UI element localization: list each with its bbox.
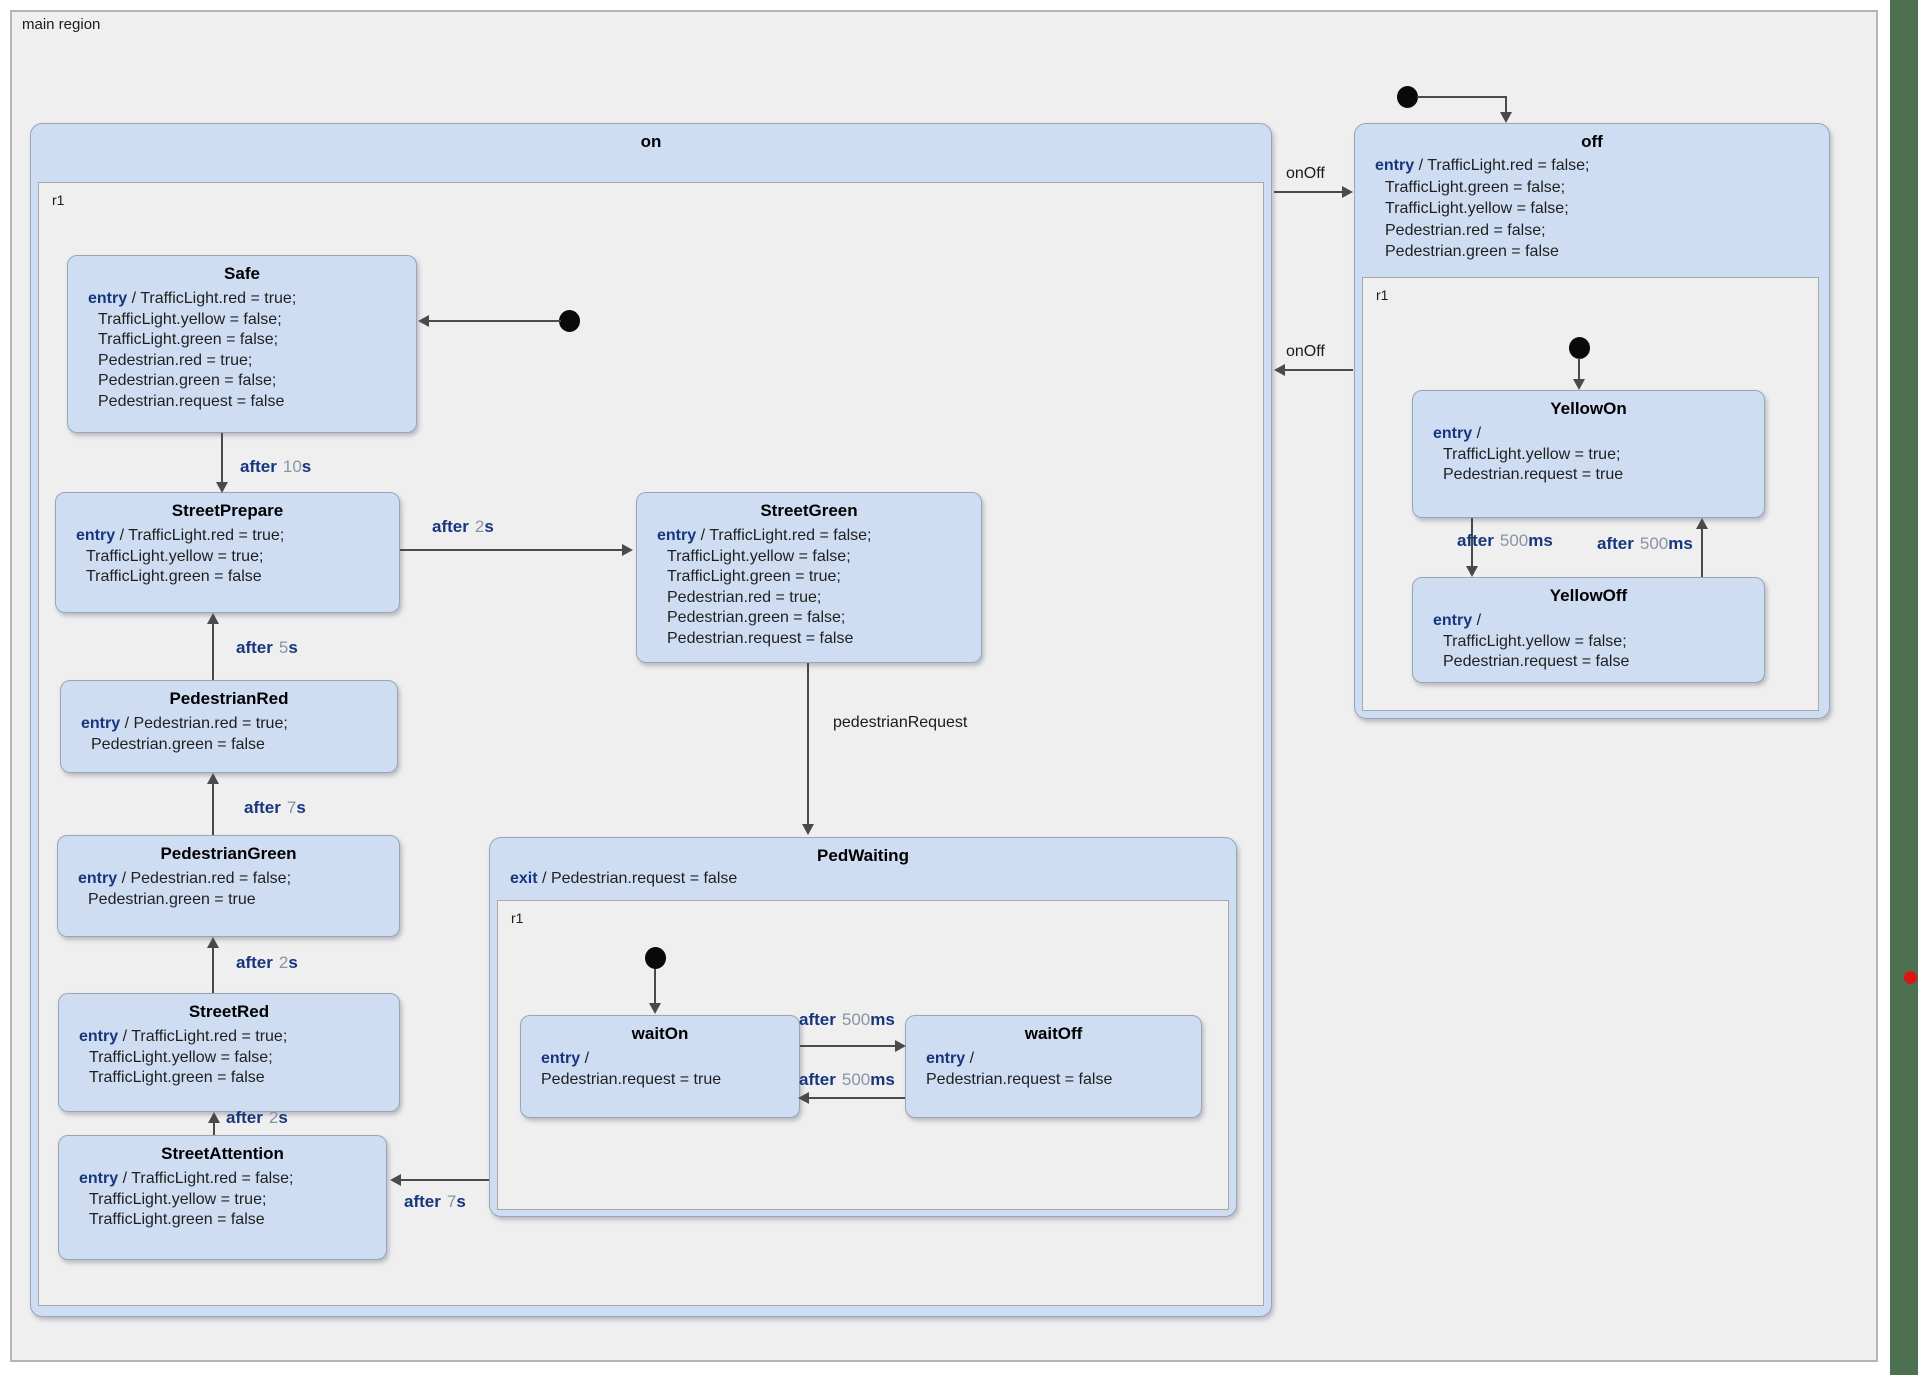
transition-yellowon-yellowoff[interactable] bbox=[1471, 518, 1473, 567]
state-street-red[interactable]: StreetRed entry / TrafficLight.red = tru… bbox=[58, 993, 400, 1112]
state-yellow-on-title: YellowOn bbox=[1550, 399, 1627, 418]
region-on-r1-label: r1 bbox=[52, 192, 65, 208]
state-wait-on[interactable]: waitOn entry / Pedestrian.request = true bbox=[520, 1015, 800, 1118]
state-safe-title: Safe bbox=[224, 264, 260, 283]
transition-yellowoff-yellowon[interactable] bbox=[1701, 529, 1703, 577]
arrowhead-streetattention-streetred bbox=[208, 1112, 220, 1123]
transition-pedestriangreen-pedestrianred[interactable] bbox=[212, 783, 214, 835]
state-wait-off[interactable]: waitOff entry / Pedestrian.request = fal… bbox=[905, 1015, 1202, 1118]
state-wait-off-actions: entry / Pedestrian.request = false bbox=[926, 1050, 1113, 1088]
transition-safe-streetprepare[interactable] bbox=[221, 433, 223, 483]
state-pedestrian-green[interactable]: PedestrianGreen entry / Pedestrian.red =… bbox=[57, 835, 400, 937]
state-yellow-on[interactable]: YellowOn entry / TrafficLight.yellow = t… bbox=[1412, 390, 1765, 518]
state-yellow-on-actions: entry / TrafficLight.yellow = true; Pede… bbox=[1433, 425, 1624, 483]
arrowhead-off-on bbox=[1274, 364, 1285, 376]
state-off-title: off bbox=[1581, 132, 1603, 151]
transition-label-pedestrianrequest[interactable]: pedestrianRequest bbox=[833, 714, 968, 731]
overview-ruler-error-marker[interactable] bbox=[1904, 971, 1917, 984]
arrowhead-waiton-waitoff bbox=[895, 1040, 906, 1052]
transition-streetprepare-streetgreen[interactable] bbox=[400, 549, 623, 551]
arrowhead-initial-yellowon bbox=[1573, 379, 1585, 390]
state-street-red-title: StreetRed bbox=[188, 1002, 270, 1021]
transition-pedwaiting-streetattention[interactable] bbox=[400, 1179, 489, 1181]
initial-state-dot-off-r1[interactable] bbox=[1569, 337, 1590, 359]
arrowhead-yellowoff-yellowon bbox=[1696, 518, 1708, 529]
transition-label-onoff-bottom[interactable]: onOff bbox=[1286, 343, 1325, 360]
arrowhead-streetred-pedestriangreen bbox=[207, 937, 219, 948]
state-street-attention-title: StreetAttention bbox=[161, 1144, 284, 1163]
state-wait-on-title: waitOn bbox=[631, 1024, 689, 1043]
transition-initial-safe[interactable] bbox=[429, 320, 561, 322]
initial-state-dot-off[interactable] bbox=[1397, 86, 1418, 108]
state-yellow-off-title: YellowOff bbox=[1549, 586, 1628, 605]
state-on-title: on bbox=[640, 132, 662, 151]
arrowhead-initial-waiton bbox=[649, 1003, 661, 1014]
state-off-actions: entry / TrafficLight.red = false; Traffi… bbox=[1375, 157, 1590, 260]
state-street-attention[interactable]: StreetAttention entry / TrafficLight.red… bbox=[58, 1135, 387, 1260]
transition-initial-waiton[interactable] bbox=[654, 969, 656, 1004]
arrowhead-safe-streetprepare bbox=[216, 482, 228, 493]
state-wait-off-title: waitOff bbox=[1024, 1024, 1083, 1043]
state-pedestrian-red-actions: entry / Pedestrian.red = true; Pedestria… bbox=[81, 715, 288, 753]
transition-label-onoff-top[interactable]: onOff bbox=[1286, 165, 1325, 182]
initial-state-dot-pedwaiting[interactable] bbox=[645, 947, 666, 969]
arrowhead-on-off bbox=[1342, 186, 1353, 198]
arrowhead-streetprepare-streetgreen bbox=[622, 544, 633, 556]
arrowhead-pedestriangreen-pedestrianred bbox=[207, 773, 219, 784]
arrowhead-streetgreen-pedwaiting bbox=[802, 824, 814, 835]
state-street-green-title: StreetGreen bbox=[760, 501, 858, 520]
state-safe-actions: entry / TrafficLight.red = true; Traffic… bbox=[88, 290, 297, 410]
region-pedwaiting-r1-label: r1 bbox=[511, 910, 524, 926]
state-street-attention-actions: entry / TrafficLight.red = false; Traffi… bbox=[79, 1170, 294, 1228]
transition-streetred-pedestriangreen[interactable] bbox=[212, 947, 214, 993]
state-yellow-off[interactable]: YellowOff entry / TrafficLight.yellow = … bbox=[1412, 577, 1765, 683]
state-pedestrian-green-title: PedestrianGreen bbox=[160, 844, 297, 863]
arrowhead-initial-off bbox=[1500, 112, 1512, 123]
arrowhead-pedwaiting-streetattention bbox=[390, 1174, 401, 1186]
arrowhead-waitoff-waiton bbox=[798, 1092, 809, 1104]
transition-on-off[interactable] bbox=[1274, 191, 1344, 193]
state-street-prepare-title: StreetPrepare bbox=[171, 501, 284, 520]
transition-initial-yellowon[interactable] bbox=[1578, 358, 1580, 380]
arrowhead-yellowon-yellowoff bbox=[1466, 566, 1478, 577]
state-safe[interactable]: Safe entry / TrafficLight.red = true; Tr… bbox=[67, 255, 417, 433]
transition-initial-off-h[interactable] bbox=[1417, 96, 1507, 98]
state-street-prepare-actions: entry / TrafficLight.red = true; Traffic… bbox=[76, 527, 285, 585]
state-pedestrian-green-actions: entry / Pedestrian.red = false; Pedestri… bbox=[78, 870, 292, 908]
state-street-green-actions: entry / TrafficLight.red = false; Traffi… bbox=[657, 527, 872, 647]
transition-streetattention-streetred[interactable] bbox=[213, 1122, 215, 1135]
arrowhead-initial-safe bbox=[418, 315, 429, 327]
state-street-red-actions: entry / TrafficLight.red = true; Traffic… bbox=[79, 1028, 288, 1086]
initial-state-dot-on[interactable] bbox=[559, 310, 580, 332]
state-ped-waiting-title: PedWaiting bbox=[817, 846, 909, 865]
transition-waiton-waitoff[interactable] bbox=[800, 1045, 897, 1047]
transition-streetgreen-pedwaiting[interactable] bbox=[807, 663, 809, 825]
state-street-green[interactable]: StreetGreen entry / TrafficLight.red = f… bbox=[636, 492, 982, 663]
state-pedestrian-red[interactable]: PedestrianRed entry / Pedestrian.red = t… bbox=[60, 680, 398, 773]
main-region-label: main region bbox=[22, 16, 101, 33]
transition-off-on[interactable] bbox=[1285, 369, 1353, 371]
arrowhead-pedestrianred-streetprepare bbox=[207, 613, 219, 624]
state-wait-on-actions: entry / Pedestrian.request = true bbox=[541, 1050, 722, 1088]
region-off-r1-label: r1 bbox=[1376, 287, 1389, 303]
overview-ruler[interactable] bbox=[1890, 0, 1918, 1375]
state-pedestrian-red-title: PedestrianRed bbox=[169, 689, 289, 708]
state-street-prepare[interactable]: StreetPrepare entry / TrafficLight.red =… bbox=[55, 492, 400, 613]
transition-initial-off-v[interactable] bbox=[1505, 96, 1507, 114]
transition-waitoff-waiton[interactable] bbox=[808, 1097, 905, 1099]
state-ped-waiting-actions: exit / Pedestrian.request = false bbox=[510, 870, 738, 887]
transition-pedestrianred-streetprepare[interactable] bbox=[212, 623, 214, 680]
state-yellow-off-actions: entry / TrafficLight.yellow = false; Ped… bbox=[1433, 612, 1630, 670]
